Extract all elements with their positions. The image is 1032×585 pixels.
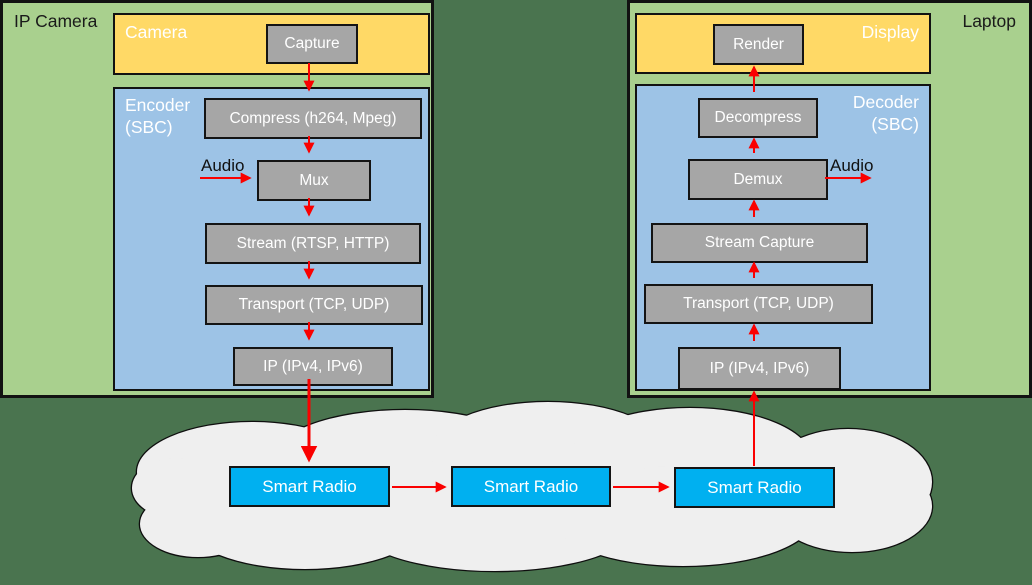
laptop-panel: Laptop Display Render Decoder (SBC) Deco… [627,0,1032,398]
decoder-label-line1: Decoder [852,92,919,112]
laptop-label: Laptop [962,11,1016,31]
encoder-label-line2: (SBC) [125,116,173,137]
smart-radio-3: Smart Radio [674,467,835,508]
demux-node: Demux [688,159,828,200]
audio-out-label: Audio [830,156,874,175]
stream-node: Stream (RTSP, HTTP) [205,223,421,264]
encoder-label-line1: Encoder [125,95,191,115]
transport-rx-node: Transport (TCP, UDP) [644,284,873,324]
encoder-group: Encoder (SBC) Compress (h264, Mpeg) Mux … [113,87,430,391]
display-group-label: Display [861,22,919,42]
audio-in-label: Audio [201,156,245,175]
encoder-group-label: Encoder (SBC) [125,95,190,139]
decoder-group: Decoder (SBC) Decompress Demux Stream Ca… [635,84,931,391]
decoder-label-line2: (SBC) [871,113,919,134]
ip-camera-label: IP Camera [14,11,98,31]
decoder-group-label: Decoder (SBC) [853,92,919,136]
stream-capture-node: Stream Capture [651,223,868,263]
smart-radio-1: Smart Radio [229,466,390,507]
render-node: Render [713,24,804,65]
smart-radio-2: Smart Radio [451,466,611,507]
decompress-node: Decompress [698,98,818,138]
ip-tx-node: IP (IPv4, IPv6) [233,347,393,386]
display-group: Display Render [635,13,931,74]
camera-group: Camera Capture [113,13,430,75]
camera-group-label: Camera [125,22,188,42]
capture-node: Capture [266,24,358,64]
mux-node: Mux [257,160,371,201]
compress-node: Compress (h264, Mpeg) [204,98,422,139]
ip-camera-panel: IP Camera Camera Capture Encoder (SBC) C… [0,0,434,398]
ip-rx-node: IP (IPv4, IPv6) [678,347,841,390]
transport-tx-node: Transport (TCP, UDP) [205,285,423,325]
